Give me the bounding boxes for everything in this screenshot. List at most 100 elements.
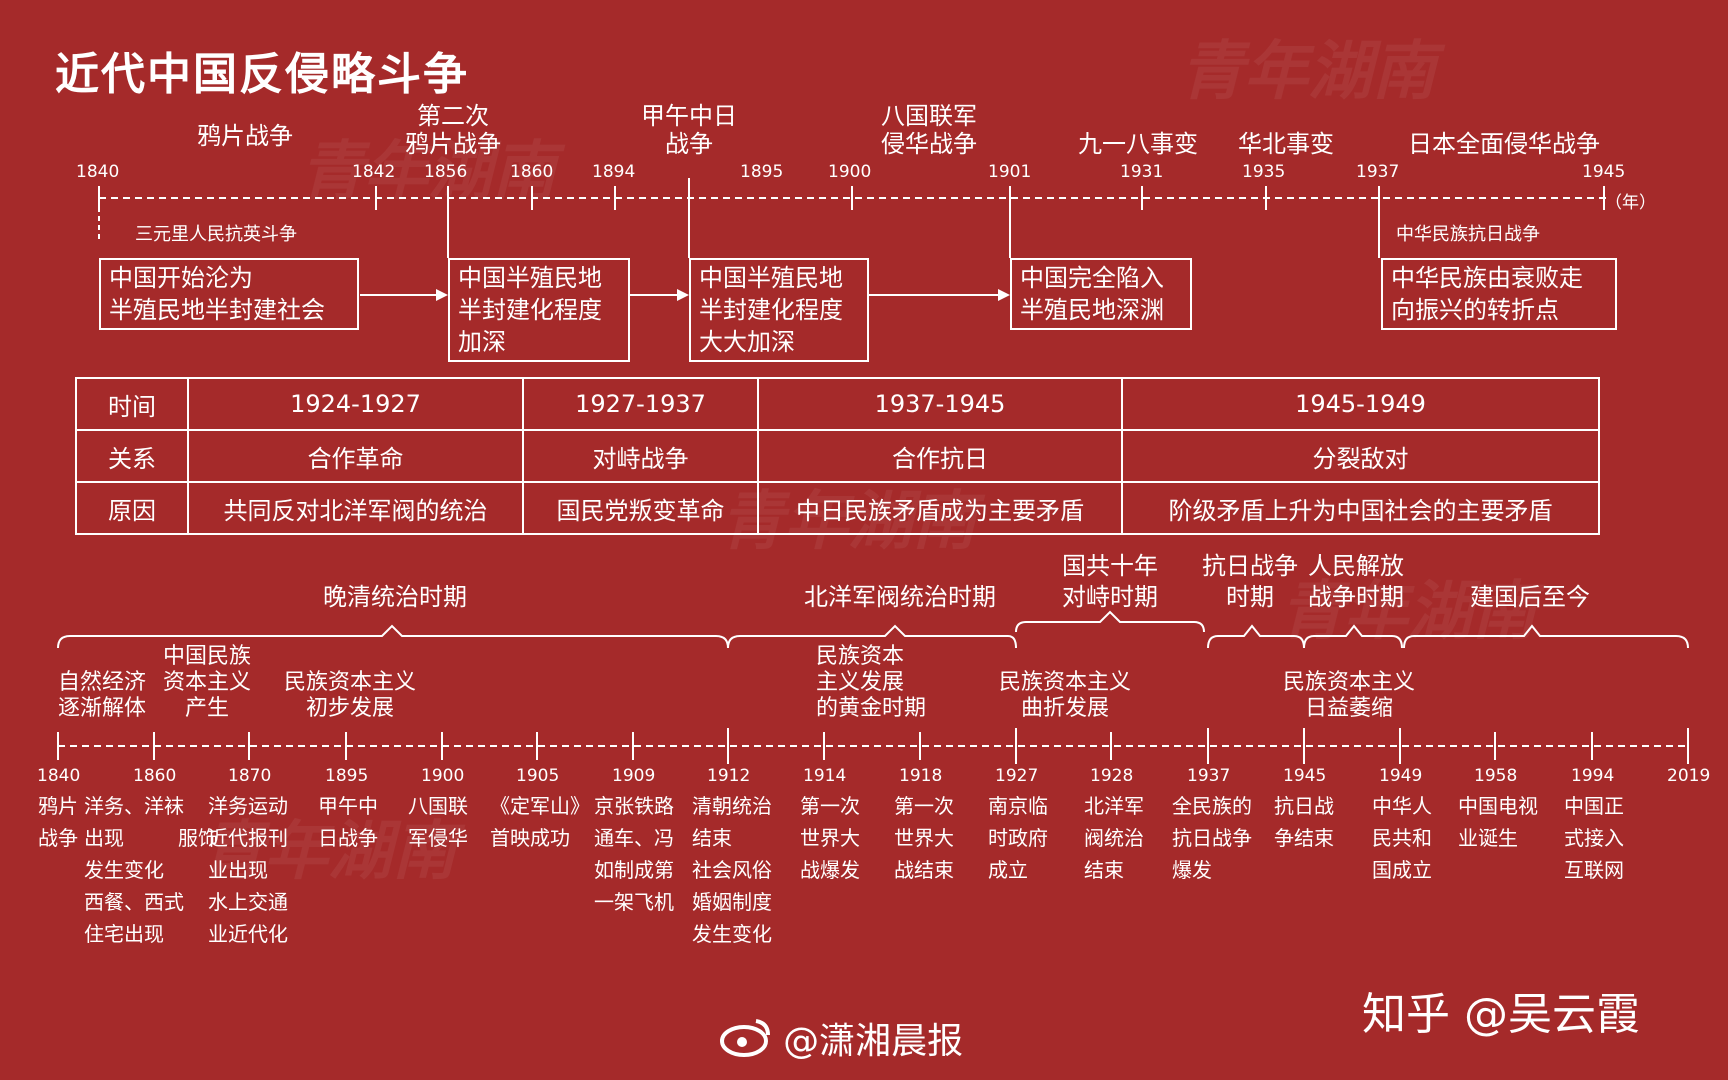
year-label: 1949 [1379, 766, 1423, 786]
table-cell: 分裂敌对 [1121, 429, 1600, 483]
era-label: 建国后至今 [1470, 583, 1590, 611]
event-label: 第一次世界大战爆发 [800, 794, 860, 882]
watermark: 青年湖南 [300, 135, 556, 209]
year-label: 1958 [1474, 766, 1518, 786]
era-label: 抗日战争时期 [1202, 552, 1298, 611]
watermark: 青年湖南 [1180, 35, 1436, 109]
year-label: 1909 [612, 766, 656, 786]
year-label: 1905 [516, 766, 560, 786]
year-label: 1856 [424, 162, 468, 182]
year-label: 1900 [421, 766, 465, 786]
row-header: 原因 [75, 481, 189, 535]
event-label: 甲午中日战争 [318, 794, 378, 850]
era-label: 晚清统治时期 [323, 583, 467, 611]
year-unit: （年） [1605, 193, 1656, 213]
table-cell: 共同反对北洋军阀的统治 [187, 481, 524, 535]
year-label: 1912 [707, 766, 751, 786]
event-label: 中国正式接入互联网 [1564, 794, 1624, 882]
event-label: 发生变化西餐、西式住宅出现 [84, 858, 184, 946]
event-label: 八国联军侵华 [408, 794, 468, 850]
watermark: 青年湖南 [200, 815, 456, 889]
war-label: 日本全面侵华战争 [1408, 130, 1600, 158]
year-label: 1945 [1582, 162, 1626, 182]
note-label: 中华民族抗日战争 [1396, 224, 1540, 245]
year-label: 1901 [988, 162, 1032, 182]
year-label: 2019 [1667, 766, 1711, 786]
table-row: 时间 1924-1927 1927-1937 1937-1945 1945-19… [75, 377, 1600, 431]
event-label: 抗日战争结束 [1274, 794, 1334, 850]
war-label: 第二次鸦片战争 [405, 102, 501, 158]
period-box: 中国半殖民地半封建化程度加深 [448, 258, 630, 362]
year-label: 1842 [352, 162, 396, 182]
event-label: 中华人民共和国成立 [1372, 794, 1432, 882]
year-label: 1895 [740, 162, 784, 182]
event-label: 《定军山》首映成功 [490, 794, 590, 850]
event-label: 北洋军阀统治结束 [1084, 794, 1144, 882]
year-label: 1914 [803, 766, 847, 786]
event-label: 鸦片战争 [38, 794, 78, 850]
year-label: 1945 [1283, 766, 1327, 786]
event-label: 中国电视业诞生 [1458, 794, 1538, 850]
war-label: 甲午中日战争 [641, 102, 737, 158]
weibo-icon [720, 1015, 772, 1061]
year-label: 1937 [1356, 162, 1400, 182]
table-cell: 1945-1949 [1121, 377, 1600, 431]
event-label: 洋务、洋袜出现 [84, 794, 184, 850]
war-label: 华北事变 [1238, 130, 1334, 158]
row-header: 时间 [75, 377, 189, 431]
table-cell: 阶级矛盾上升为中国社会的主要矛盾 [1121, 481, 1600, 535]
economy-label: 自然经济逐渐解体 [57, 670, 146, 721]
period-box: 中国开始沦为半殖民地半封建社会 [99, 258, 359, 330]
table-row: 关系 合作革命 对峙战争 合作抗日 分裂敌对 [75, 429, 1600, 483]
period-box: 中国半殖民地半封建化程度大大加深 [689, 258, 869, 362]
era-label: 北洋军阀统治时期 [804, 583, 996, 611]
weibo-credit: @潇湘晨报 [720, 1012, 963, 1064]
event-label: 第一次世界大战结束 [894, 794, 954, 882]
year-label: 1931 [1120, 162, 1164, 182]
zhihu-credit: 知乎 @吴云霞 [1362, 989, 1640, 1040]
table-cell: 1924-1927 [187, 377, 524, 431]
period-box: 中国完全陷入半殖民地深渊 [1010, 258, 1192, 330]
year-label: 1928 [1090, 766, 1134, 786]
era-label: 人民解放战争时期 [1308, 552, 1404, 611]
year-label: 1935 [1242, 162, 1286, 182]
event-label: 全民族的抗日战争爆发 [1172, 794, 1252, 882]
event-label: 南京临时政府成立 [988, 794, 1048, 882]
year-label: 1994 [1571, 766, 1615, 786]
event-label: 服饰 [178, 826, 218, 850]
year-label: 1860 [510, 162, 554, 182]
economy-label: 中国民族资本主义产生 [162, 644, 251, 721]
year-label: 1918 [899, 766, 943, 786]
year-label: 1895 [325, 766, 369, 786]
year-label: 1860 [133, 766, 177, 786]
event-label: 洋务运动近代报刊业出现水上交通业近代化 [208, 794, 288, 946]
year-label: 1900 [828, 162, 872, 182]
year-label: 1894 [592, 162, 636, 182]
table-row: 原因 共同反对北洋军阀的统治 国民党叛变革命 中日民族矛盾成为主要矛盾 阶级矛盾… [75, 481, 1600, 535]
war-label: 鸦片战争 [197, 122, 293, 150]
year-label: 1840 [37, 766, 81, 786]
war-label: 九一八事变 [1078, 130, 1198, 158]
event-label: 清朝统治结束社会风俗婚姻制度发生变化 [692, 794, 772, 946]
economy-label: 民族资本主义初步发展 [283, 670, 416, 721]
table-cell: 1927-1937 [522, 377, 759, 431]
year-label: 1840 [76, 162, 120, 182]
table-cell: 合作抗日 [757, 429, 1123, 483]
economy-label: 民族资本主义曲折发展 [998, 670, 1131, 721]
economy-label: 民族资本主义日益萎缩 [1282, 670, 1415, 721]
table-cell: 合作革命 [187, 429, 524, 483]
economy-label: 民族资本主义发展的黄金时期 [816, 644, 927, 721]
war-label: 八国联军侵华战争 [881, 102, 977, 158]
note-label: 三元里人民抗英斗争 [135, 224, 297, 245]
era-label: 国共十年对峙时期 [1062, 552, 1158, 611]
page-title: 近代中国反侵略斗争 [55, 49, 469, 100]
table-cell: 1937-1945 [757, 377, 1123, 431]
table-cell: 中日民族矛盾成为主要矛盾 [757, 481, 1123, 535]
weibo-handle: @潇湘晨报 [783, 1021, 964, 1062]
kmt-cpc-relations-table: 时间 1924-1927 1927-1937 1937-1945 1945-19… [75, 377, 1600, 535]
year-label: 1927 [995, 766, 1039, 786]
year-label: 1870 [228, 766, 272, 786]
row-header: 关系 [75, 429, 189, 483]
event-label: 京张铁路通车、冯如制成第一架飞机 [594, 794, 674, 914]
